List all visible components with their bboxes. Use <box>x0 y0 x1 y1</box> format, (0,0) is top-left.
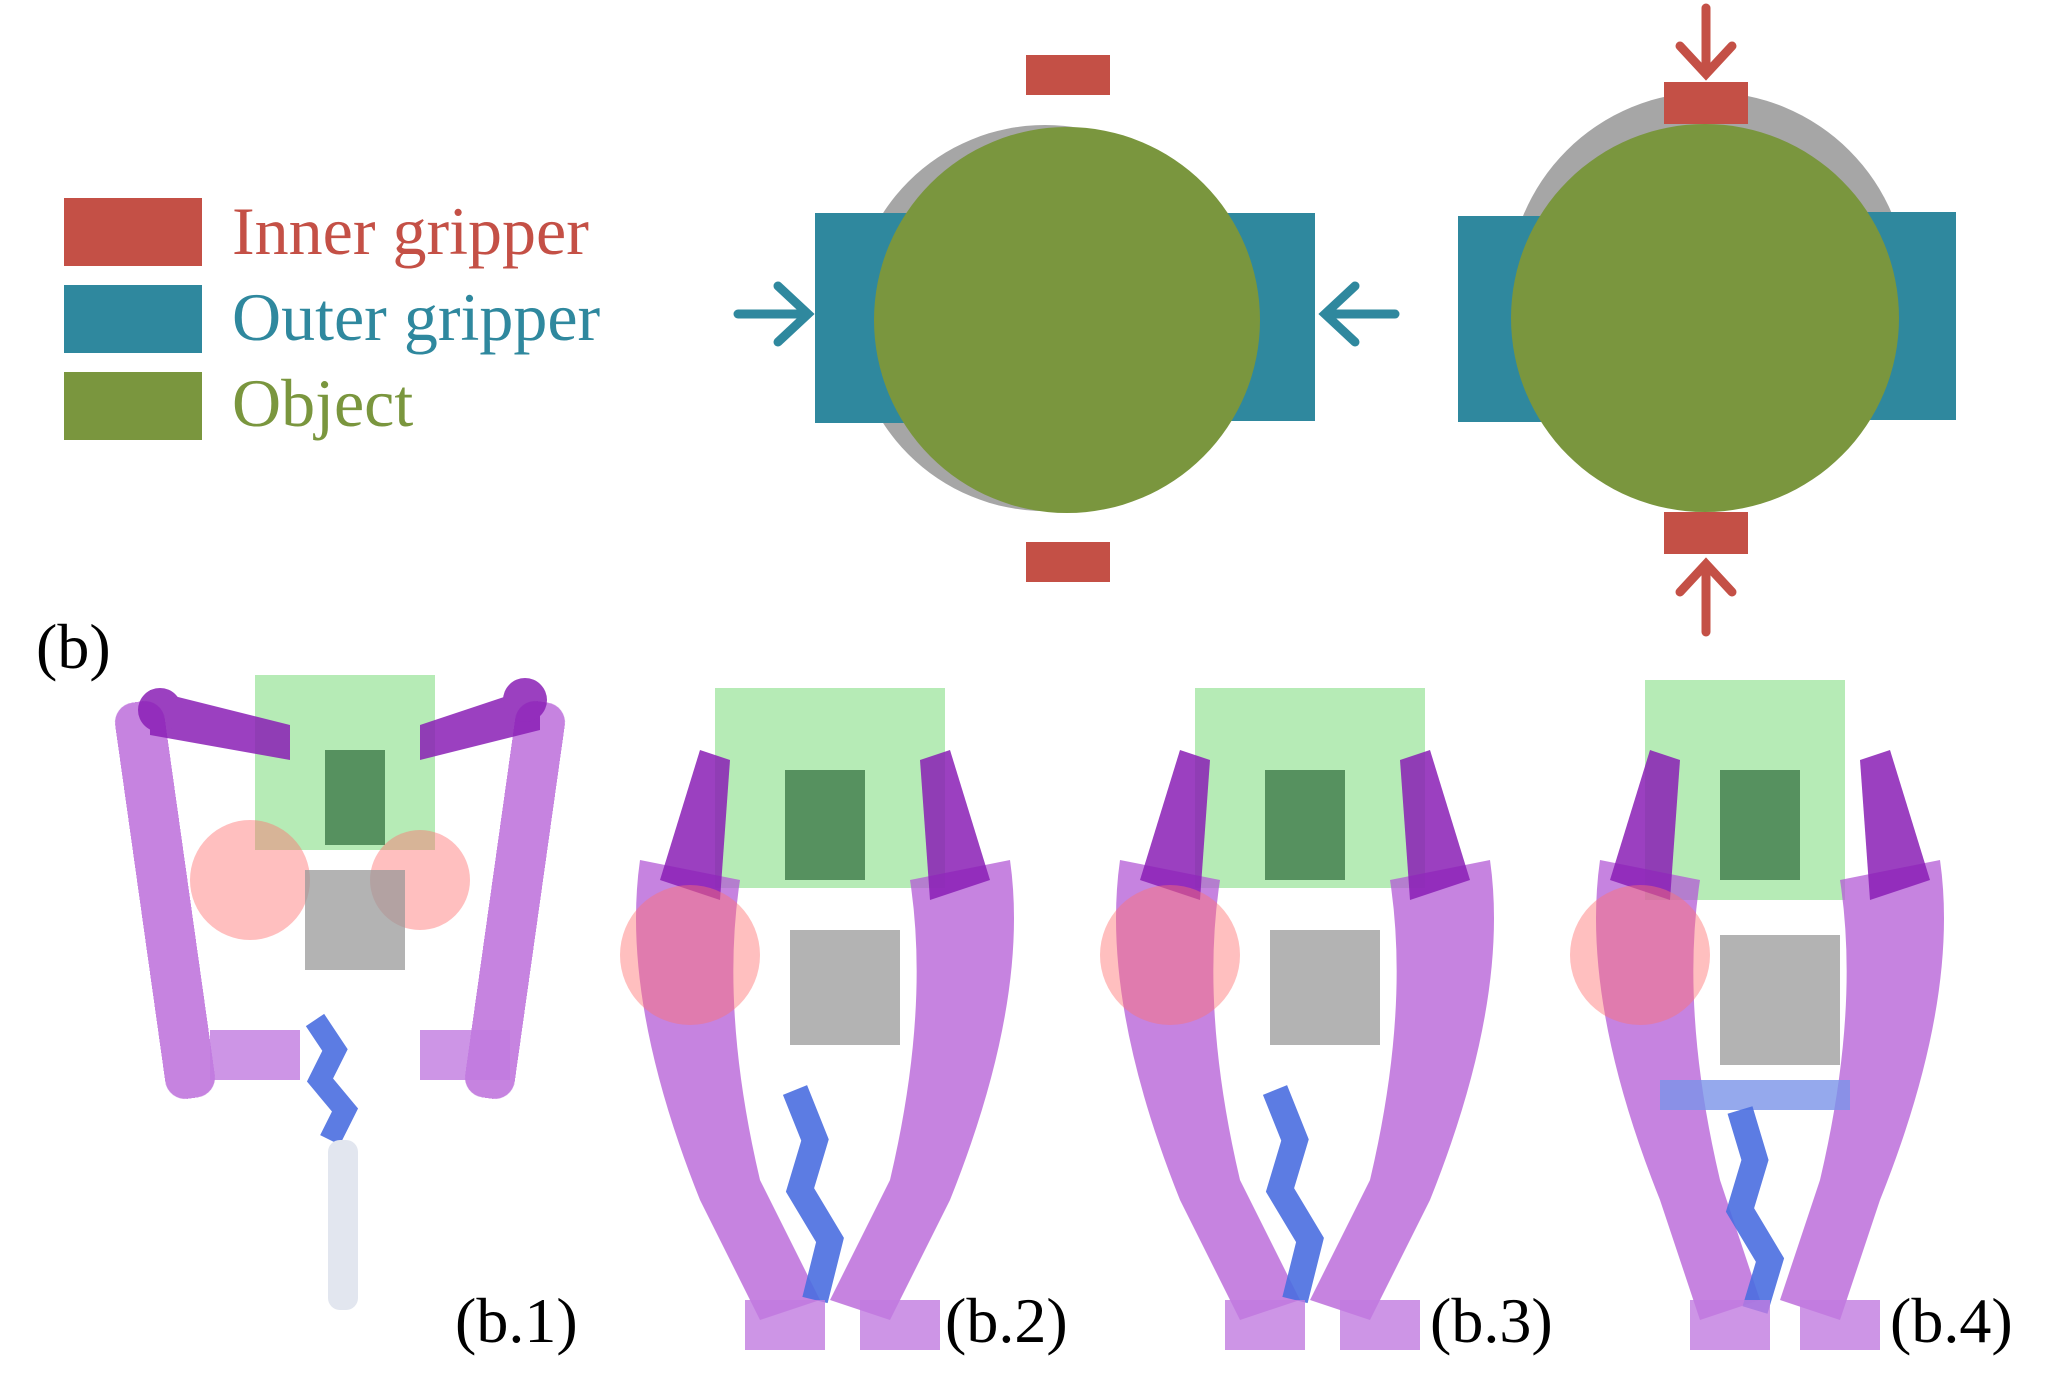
inner-module <box>1720 935 1840 1065</box>
legend-label-object: Object <box>232 365 413 441</box>
inner-gripper-bottom <box>1026 542 1110 582</box>
diagram-inner-grasp <box>1458 3 1956 637</box>
legend-label-inner: Inner gripper <box>232 193 589 269</box>
motor <box>325 750 385 845</box>
inner-gripper-top <box>1026 55 1110 95</box>
legend-item-outer-gripper: Outer gripper <box>64 279 601 355</box>
tendon <box>305 1013 359 1145</box>
panel-label-b3: (b.3) <box>1430 1285 1553 1356</box>
object-ghost <box>620 885 760 1025</box>
object <box>1511 124 1899 512</box>
inner-finger <box>328 1140 358 1310</box>
gripper-render-b1: (b.1) <box>114 675 578 1356</box>
legend-swatch-outer <box>64 285 202 353</box>
object-ghost <box>1570 885 1710 1025</box>
legend-label-outer: Outer gripper <box>232 279 601 355</box>
tendon <box>782 1085 844 1304</box>
section-b-label: (b) <box>36 611 111 682</box>
inner-module <box>1270 930 1380 1045</box>
arrow-left-icon <box>1318 281 1400 347</box>
object-ghost <box>1100 885 1240 1025</box>
inner-module <box>305 870 405 970</box>
inner-gripper-top <box>1664 82 1748 124</box>
motor <box>785 770 865 880</box>
diagram-outer-grasp <box>733 55 1400 582</box>
legend: Inner gripper Outer gripper Object <box>64 193 601 441</box>
legend-item-inner-gripper: Inner gripper <box>64 193 589 269</box>
inner-gripper-bottom <box>1664 512 1748 554</box>
arrow-down-icon <box>1675 3 1737 81</box>
panel-label-b1: (b.1) <box>455 1285 578 1356</box>
legend-item-object: Object <box>64 365 413 441</box>
gripper-render-b4: (b.4) <box>1570 680 2013 1356</box>
legend-swatch-object <box>64 372 202 440</box>
gripper-render-b3: (b.3) <box>1100 688 1553 1356</box>
gripper-render-b2: (b.2) <box>620 688 1068 1356</box>
arrow-right-icon <box>733 281 815 347</box>
object-ghost <box>190 820 310 940</box>
object <box>874 127 1260 513</box>
motor <box>1720 770 1800 880</box>
arrow-up-icon <box>1675 557 1737 637</box>
inner-module <box>790 930 900 1045</box>
tendon <box>1262 1085 1324 1304</box>
motor <box>1265 770 1345 880</box>
tendon <box>1725 1106 1785 1314</box>
panel-label-b4: (b.4) <box>1890 1285 2013 1356</box>
legend-swatch-inner <box>64 198 202 266</box>
panel-label-b2: (b.2) <box>945 1285 1068 1356</box>
inner-crossbar <box>1660 1080 1850 1110</box>
